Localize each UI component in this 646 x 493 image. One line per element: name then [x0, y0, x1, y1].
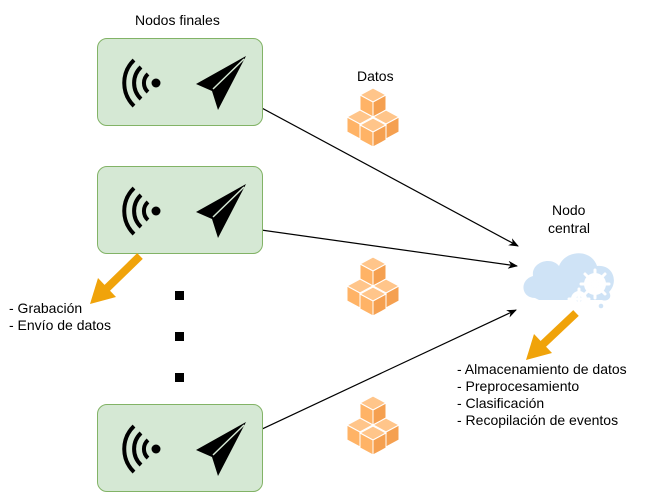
- central-node-title-line2: central: [548, 220, 591, 236]
- central-node-title-line1: Nodo: [552, 202, 586, 218]
- central-task-item: - Preprocesamiento: [457, 378, 580, 394]
- arrow-node1-to-central: [246, 99, 519, 247]
- central-task-item: - Recopilación de eventos: [457, 412, 619, 428]
- end-node-1: [97, 38, 263, 126]
- arrow-down-left-icon: [526, 310, 579, 360]
- node-task-item: - Grabación: [9, 300, 83, 316]
- data-label: Datos: [357, 68, 394, 84]
- ellipsis-dot: [175, 373, 184, 382]
- end-node-3: [97, 404, 263, 492]
- end-node-2: [97, 166, 263, 254]
- arrow-node3-to-central: [244, 309, 517, 438]
- end-nodes-title: Nodos finales: [135, 12, 220, 28]
- node-task-item: - Envío de datos: [9, 317, 111, 333]
- central-task-list: - Almacenamiento de datos - Preprocesami…: [457, 361, 627, 429]
- arrow-node2-to-central: [246, 227, 518, 269]
- ellipsis-dot: [175, 332, 184, 341]
- cloud-gears-icon: [523, 253, 614, 312]
- central-task-item: - Clasificación: [457, 395, 545, 411]
- arrow-down-left-icon: [90, 253, 143, 304]
- central-task-item: - Almacenamiento de datos: [457, 361, 627, 377]
- node-task-list: - Grabación - Envío de datos: [9, 300, 111, 334]
- ellipsis-dot: [175, 291, 184, 300]
